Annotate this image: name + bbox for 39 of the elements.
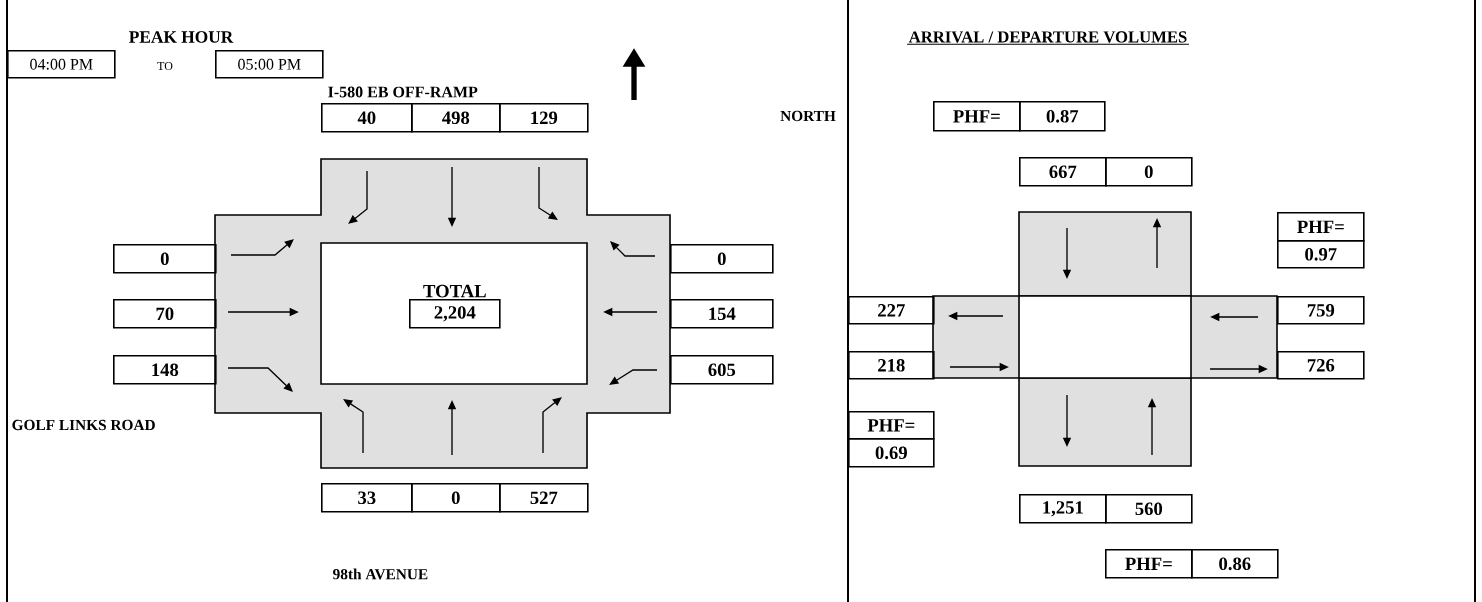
connector-text: TO bbox=[157, 61, 173, 71]
street-name: 98th AVENUE bbox=[333, 568, 428, 580]
count-box: 40 bbox=[321, 103, 413, 133]
phf-box: PHF= bbox=[1277, 212, 1365, 242]
count-box: 148 bbox=[113, 355, 217, 385]
time-box: 04:00 PM bbox=[7, 50, 116, 79]
phf-box: 0.69 bbox=[848, 438, 935, 468]
total-box: 2,204 TOTAL bbox=[409, 284, 501, 329]
street-name: GOLF LINKS ROAD bbox=[12, 419, 155, 431]
count-box: 498 bbox=[411, 103, 501, 133]
count-box: 560 bbox=[1105, 494, 1193, 524]
phf-box: 0.87 bbox=[1019, 101, 1106, 132]
count-box: 1,251 bbox=[1019, 494, 1107, 524]
count-box: 227 bbox=[848, 296, 935, 325]
node-label: TOTAL bbox=[423, 284, 486, 298]
phf-box: PHF= bbox=[933, 101, 1021, 132]
count-box: 129 bbox=[499, 103, 589, 133]
count-box: 726 bbox=[1277, 351, 1365, 380]
count-box: 605 bbox=[670, 355, 774, 385]
street-name: I-580 EB OFF-RAMP bbox=[328, 86, 478, 98]
count-box: 0 bbox=[113, 244, 217, 274]
heading: ARRIVAL / DEPARTURE VOLUMES bbox=[906, 31, 1190, 45]
count-box: 70 bbox=[113, 299, 217, 329]
count-box: 0 bbox=[1105, 157, 1193, 187]
phf-box: PHF= bbox=[848, 411, 935, 440]
heading: PEAK HOUR bbox=[129, 31, 234, 43]
phf-box: 0.97 bbox=[1277, 240, 1365, 269]
count-box: 218 bbox=[848, 351, 935, 380]
count-box: 527 bbox=[499, 483, 589, 513]
north-label: NORTH bbox=[780, 110, 836, 122]
time-box: 05:00 PM bbox=[215, 50, 324, 79]
count-box: 0 bbox=[411, 483, 501, 513]
count-box: 667 bbox=[1019, 157, 1107, 187]
phf-box: 0.86 bbox=[1191, 549, 1279, 579]
count-box: 33 bbox=[321, 483, 413, 513]
phf-box: PHF= bbox=[1105, 549, 1193, 579]
count-box: 759 bbox=[1277, 296, 1365, 325]
count-box: 154 bbox=[670, 299, 774, 329]
count-box: 0 bbox=[670, 244, 774, 274]
